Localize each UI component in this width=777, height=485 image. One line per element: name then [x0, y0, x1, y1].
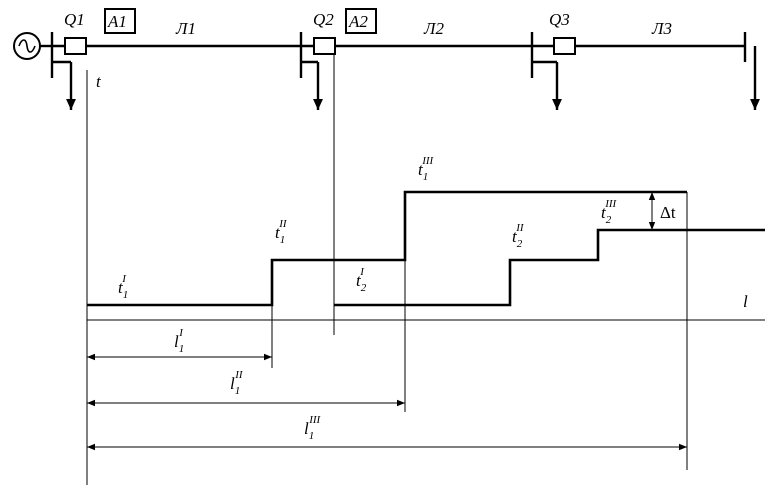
relay-a1-label: A1 — [107, 12, 127, 31]
t2-II-label: t2II — [512, 222, 525, 250]
relay-a1-box — [104, 8, 136, 34]
load-tap-3 — [532, 60, 562, 110]
breaker-q2-icon — [313, 37, 336, 55]
breaker-q1-icon — [64, 37, 87, 55]
generator-icon — [13, 32, 52, 60]
load-tap-1 — [52, 60, 76, 110]
relay-a2-label: A2 — [348, 12, 368, 31]
distance-axis-label: l — [743, 292, 748, 311]
t1-I-label: t1I — [118, 273, 128, 301]
l1-II-label: l1II — [230, 369, 244, 397]
breaker-q3-label: Q3 — [549, 10, 570, 29]
load-tap-2 — [301, 60, 323, 110]
l1-III-label: l1III — [304, 414, 322, 442]
t1-III-label: t1III — [418, 155, 435, 183]
line-2-label: Л2 — [423, 19, 445, 38]
l1-I-label: l1I — [174, 327, 184, 355]
breaker-q3-icon — [553, 37, 576, 55]
t2-I-label: t2I — [356, 266, 367, 294]
breaker-q1-label: Q1 — [64, 10, 85, 29]
t1-II-label: t1II — [275, 218, 288, 246]
time-axis-label: t — [96, 72, 102, 91]
t2-III-label: t2III — [601, 198, 618, 226]
relay-a1-characteristic — [87, 190, 687, 307]
network-scheme: Q1 A1 Л1 Q2 A2 Л2 Q3 Л3 — [13, 8, 760, 110]
line-1-label: Л1 — [175, 19, 196, 38]
delta-t-label: Δt — [660, 203, 676, 222]
line-3-label: Л3 — [651, 19, 672, 38]
breaker-q2-label: Q2 — [313, 10, 334, 29]
relay-a2-characteristic — [334, 228, 765, 307]
relay-a2-box — [345, 8, 377, 34]
